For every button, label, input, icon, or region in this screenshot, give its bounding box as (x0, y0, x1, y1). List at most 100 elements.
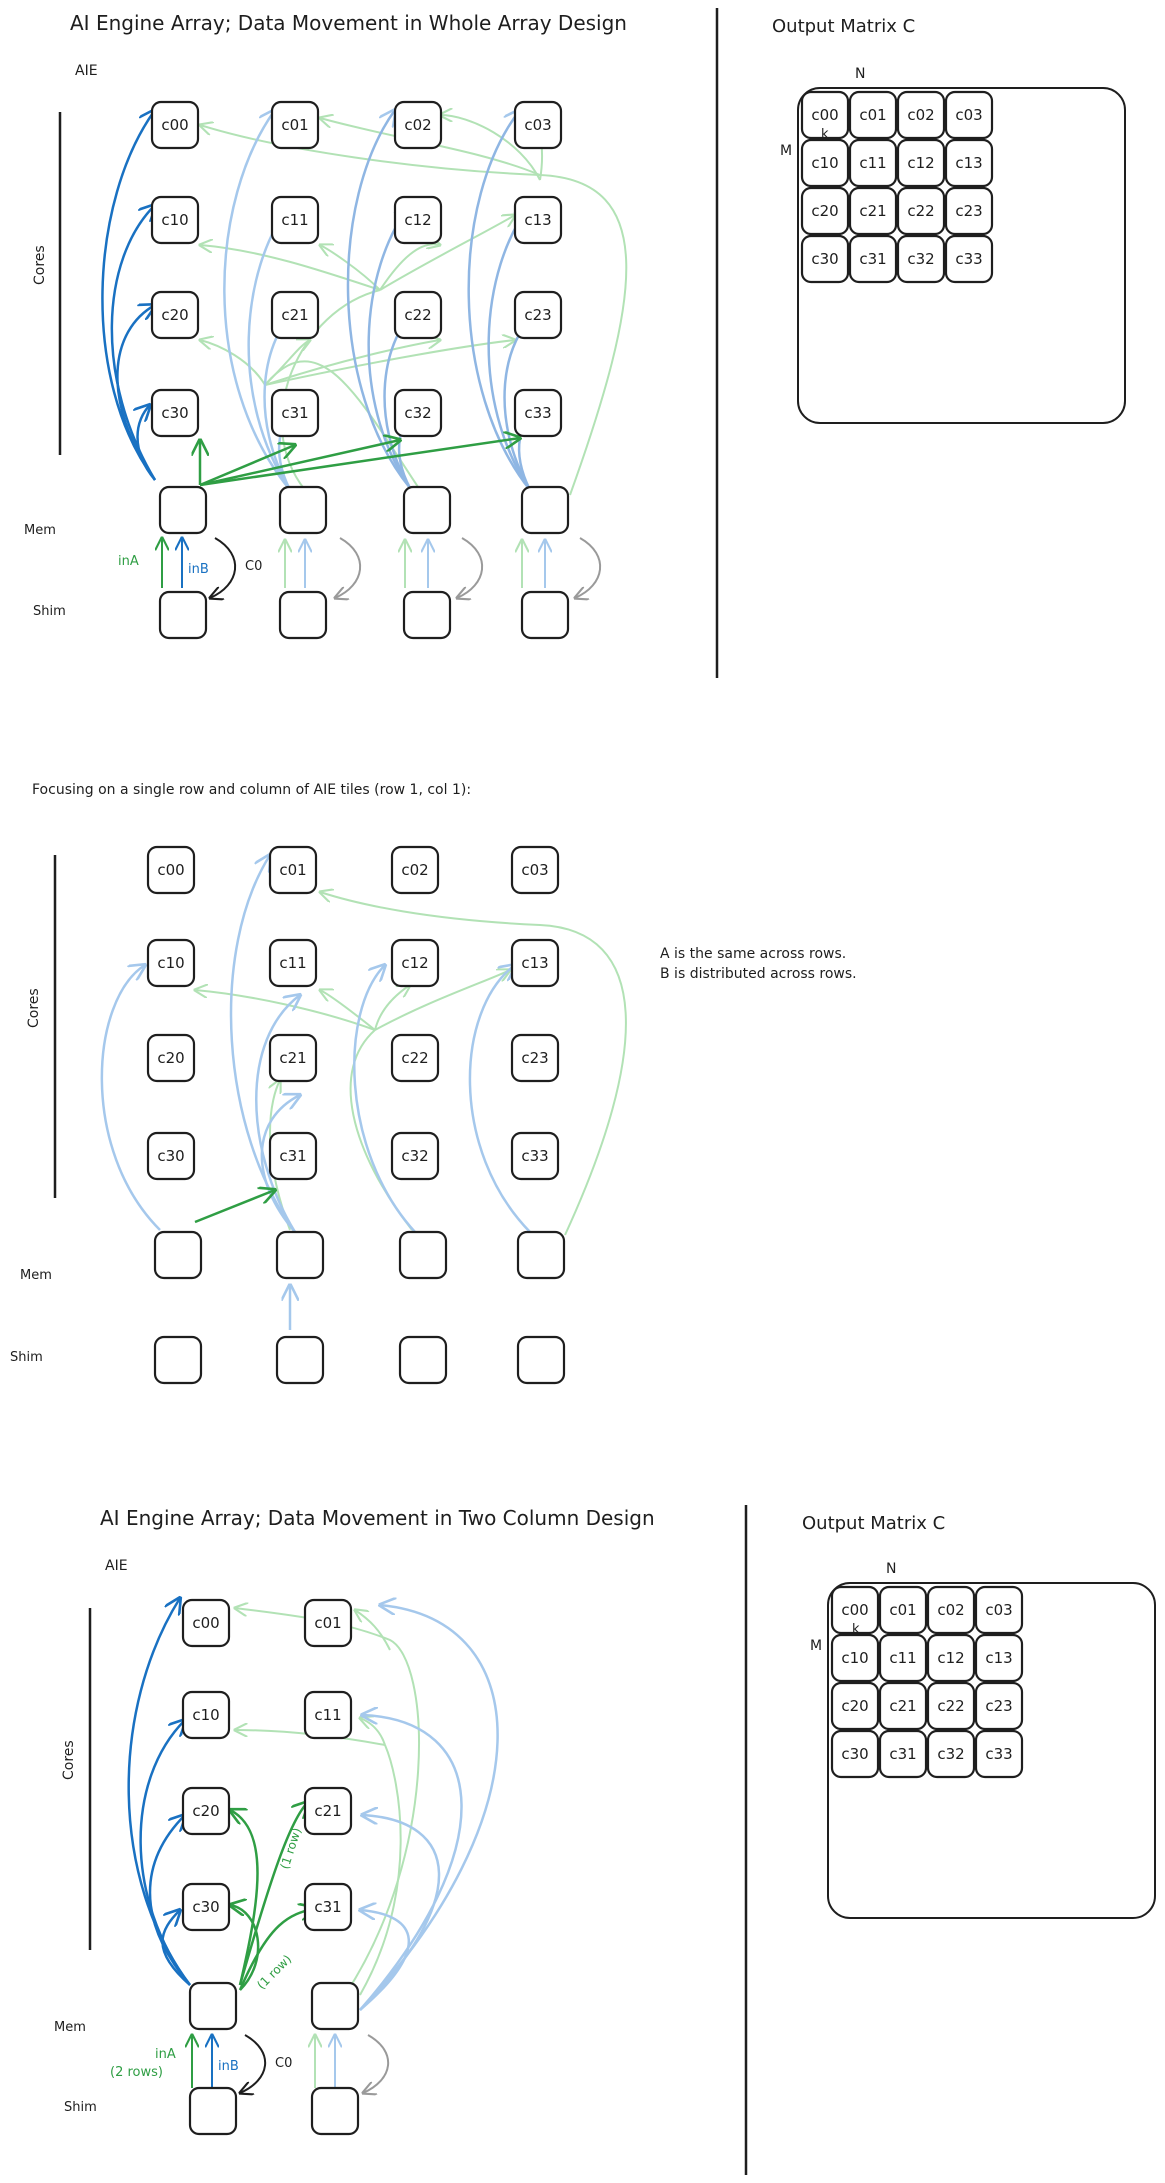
s3-mem-tile-1 (310, 1981, 360, 2031)
core-tile-c30-label: c30 (161, 404, 188, 422)
section3-b-distribution-arrows (127, 1598, 499, 2011)
s3-mem-tile-0 (188, 1981, 238, 2031)
core-tile-c31: c31 (303, 1882, 353, 1932)
matrix-cell-c22: c22 (926, 1681, 976, 1731)
section2-mem-row (153, 1230, 566, 1280)
core-tile-c23-label: c23 (524, 306, 551, 324)
core-tile-c21: c21 (270, 290, 320, 340)
matrix-cell-c23-label: c23 (985, 1697, 1012, 1715)
core-tile-c30: c30 (181, 1882, 231, 1932)
s2-shim-tile-2 (398, 1335, 448, 1385)
core-tile-c32-box (393, 388, 443, 438)
core-tile-c01-box (303, 1598, 353, 1648)
core-tile-c11-box (268, 938, 318, 988)
section3-shim-label: Shim (64, 2100, 97, 2115)
section2-shim-label: Shim (10, 1350, 43, 1365)
matrix-cell-c02-label: c02 (907, 106, 934, 124)
core-tile-c11: c11 (303, 1690, 353, 1740)
core-tile-c20-label: c20 (192, 1802, 219, 1820)
section1-shim-row (158, 590, 570, 640)
matrix-cell-c02: c02 (896, 90, 946, 140)
s3-shim-tile-1 (310, 2086, 360, 2136)
s2-mem-tile-3 (516, 1230, 566, 1280)
matrix-cell-c30: c30 (800, 234, 850, 284)
core-tile-c31-box (303, 1882, 353, 1932)
section1-c0-label: C0 (245, 559, 262, 574)
core-tile-c10-box (146, 938, 196, 988)
matrix-cell-c02-label: c02 (937, 1601, 964, 1619)
core-tile-c01: c01 (303, 1598, 353, 1648)
core-tile-c12: c12 (393, 195, 443, 245)
core-tile-c22-label: c22 (401, 1049, 428, 1067)
core-tile-c13: c13 (510, 938, 560, 988)
core-tile-c03: c03 (513, 100, 563, 150)
core-tile-c01: c01 (270, 100, 320, 150)
section2-caption: Focusing on a single row and column of A… (32, 782, 471, 798)
section1-output-frame (797, 87, 1126, 424)
s2-mem-tile-2-box (398, 1230, 448, 1280)
matrix-cell-c10: c10 (830, 1633, 880, 1683)
matrix-cell-c13-label: c13 (985, 1649, 1012, 1667)
s3-mem-tile-1-box (310, 1981, 360, 2031)
section3-inB-label: inB (218, 2059, 239, 2074)
core-tile-c11-label: c11 (279, 954, 306, 972)
s2-shim-tile-3-box (516, 1335, 566, 1385)
matrix-cell-c13: c13 (974, 1633, 1024, 1683)
core-tile-c32: c32 (390, 1131, 440, 1181)
core-tile-c30-box (146, 1131, 196, 1181)
core-tile-c31-label: c31 (281, 404, 308, 422)
core-tile-c11-box (270, 195, 320, 245)
core-tile-c11-label: c11 (314, 1706, 341, 1724)
section1-title: AI Engine Array; Data Movement in Whole … (70, 11, 627, 35)
matrix-cell-c03: c03 (944, 90, 994, 140)
section1-aie-label: AIE (75, 63, 98, 79)
matrix-cell-c03-box (944, 90, 994, 140)
s1-mem-tile-0-box (158, 485, 208, 535)
section2-a-mem-arrow (194, 1190, 275, 1224)
core-tile-c22-label: c22 (404, 306, 431, 324)
matrix-cell-c10: c10 (800, 138, 850, 188)
s1-mem-tile-1 (278, 485, 328, 535)
section3-inA-sub-label: (2 rows) (110, 2065, 163, 2080)
s2-shim-tile-0 (153, 1335, 203, 1385)
matrix-cell-c10-box (800, 138, 850, 188)
s1-shim-tile-0 (158, 590, 208, 640)
core-tile-c33: c33 (510, 1131, 560, 1181)
matrix-cell-c32: c32 (926, 1729, 976, 1779)
matrix-cell-c33-box (974, 1729, 1024, 1779)
matrix-cell-c23-box (974, 1681, 1024, 1731)
core-tile-c00-label: c00 (192, 1614, 219, 1632)
section3-inA-label: inA (155, 2047, 176, 2062)
core-tile-c21-label: c21 (279, 1049, 306, 1067)
matrix-cell-c33-box (944, 234, 994, 284)
matrix-cell-c32-label: c32 (937, 1745, 964, 1763)
section3-aie-label: AIE (105, 1558, 128, 1574)
core-tile-c22-box (393, 290, 443, 340)
matrix-cell-c22: c22 (896, 186, 946, 236)
core-tile-c11-label: c11 (281, 211, 308, 229)
section3-a-mem-arrows (230, 1802, 315, 1991)
s2-mem-tile-3-box (516, 1230, 566, 1280)
core-tile-c01-label: c01 (314, 1614, 341, 1632)
matrix-cell-c12-label: c12 (907, 154, 934, 172)
matrix-cell-c11-box (848, 138, 898, 188)
section2-shim-row (153, 1335, 566, 1385)
matrix-cell-c13-label: c13 (955, 154, 982, 172)
s1-mem-tile-1-box (278, 485, 328, 535)
core-tile-c13-box (513, 195, 563, 245)
s1-mem-tile-3 (520, 485, 570, 535)
core-tile-c30: c30 (150, 388, 200, 438)
matrix-cell-c11: c11 (848, 138, 898, 188)
section1-matrix-m-label: M (780, 143, 792, 159)
core-tile-c13: c13 (513, 195, 563, 245)
section1-mem-label: Mem (24, 523, 56, 538)
core-tile-c20: c20 (146, 1033, 196, 1083)
core-tile-c00: c00 (150, 100, 200, 150)
matrix-cell-c11: c11 (878, 1633, 928, 1683)
core-tile-c30-box (150, 388, 200, 438)
core-tile-c22: c22 (393, 290, 443, 340)
s2-shim-tile-0-box (153, 1335, 203, 1385)
